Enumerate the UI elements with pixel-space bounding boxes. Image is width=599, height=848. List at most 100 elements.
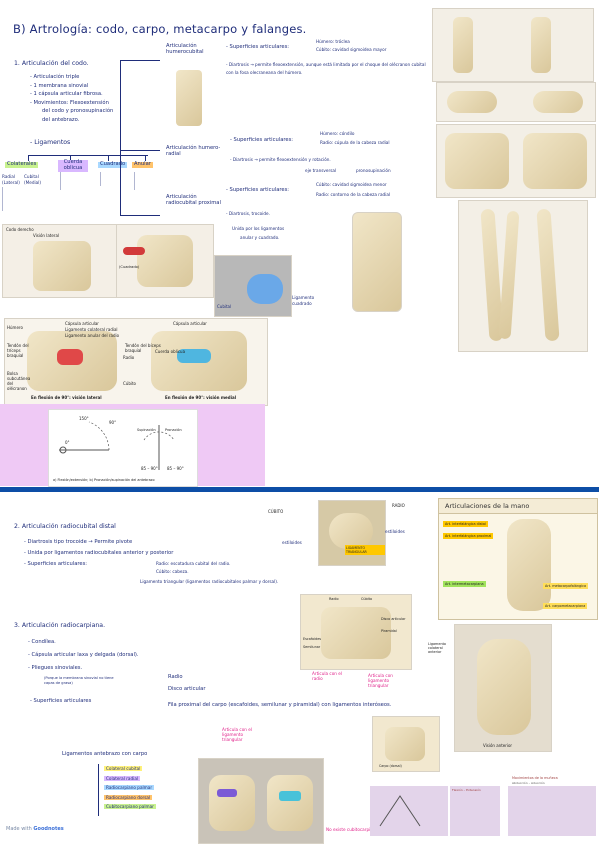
- bullet: - Superficies articulares:: [24, 561, 88, 567]
- wrist-movement-image-3: Movimientos de la muñeca Abducción – Adu…: [508, 776, 596, 836]
- bone-shape: [321, 607, 391, 659]
- page-title: B) Artrología: codo, carpo, metacarpo y …: [13, 22, 307, 36]
- img-label: Bolsa subcutánea del olécranon: [7, 371, 31, 391]
- section1-heading: 1. Articulación del codo.: [14, 60, 89, 67]
- wrist-ligaments-image: [198, 758, 324, 844]
- img-label: LIGAMENTO TRIANGULAR: [345, 545, 385, 555]
- goodnotes-brand: Goodnotes: [33, 826, 64, 832]
- img-label: Cúbito: [123, 381, 136, 386]
- lig-item-radiocarpiano-palmar: Radiocarpiano palmar: [104, 785, 155, 790]
- angle-label: Supinación: [137, 428, 156, 432]
- img-label: Flexión – Extensión: [452, 788, 481, 792]
- angle-label: 150°: [79, 416, 89, 421]
- tree-line: [70, 155, 71, 161]
- angle-label: 90°: [109, 420, 117, 425]
- bone-shape: [445, 133, 509, 189]
- img-label: Cuerda oblicua: [155, 349, 186, 354]
- img-label: Radio: [123, 355, 135, 360]
- radiocubital-union-b: anular y cuadrado.: [240, 235, 280, 240]
- lig-item-colateral-cubital: Colateral cubital: [104, 766, 143, 771]
- tag-interfalangica-proximal: Art. interfalángica proximal: [443, 533, 494, 539]
- goodnotes-prefix: Made with: [6, 826, 32, 832]
- img-label: estiloides: [385, 529, 405, 534]
- img-label: Cubital: [217, 304, 232, 309]
- lig-item-radiocarpiano-dorsal: Radiocarpiano dorsal: [104, 794, 153, 800]
- section3-bullets: - Condílea. - Cápsula articular laxa y d…: [28, 636, 139, 675]
- bullet: - Cápsula articular laxa y delgada (dors…: [28, 652, 139, 658]
- section3-fila: Fila proximal del carpo (escafoides, sem…: [168, 702, 392, 708]
- bullet: del antebrazo.: [42, 116, 80, 123]
- humerocubital-diartrosis: - Diartrosis → permite flexoextensión, a…: [226, 62, 426, 75]
- humeroradial-eje1: eje transversal: [305, 168, 337, 173]
- ligament-highlight: [57, 349, 83, 365]
- radiocubital-cubito: Cúbito: cavidad sigmoidea menor: [316, 182, 387, 187]
- section2-surfaces: Radio: escotadura cubital del radio. Cúb…: [156, 560, 230, 576]
- bone-shape: [498, 210, 520, 340]
- img-label: (Cuadrado): [119, 265, 140, 269]
- ligament-notes-scribble: [60, 172, 89, 190]
- brace-line: [120, 60, 121, 216]
- img-label: Ligamento colateral anterior: [428, 642, 447, 654]
- bullet: - Pliegues sinoviales.: [28, 665, 83, 671]
- img-label: Cúbito: [361, 597, 373, 601]
- ligament-notes-scribble: [100, 172, 127, 186]
- brace-line: [120, 60, 160, 61]
- elbow-ligaments-image: Codo derecho Visión lateral: [2, 224, 118, 298]
- surface-radio: Radio: escotadura cubital del radio.: [156, 561, 231, 566]
- goodnotes-badge: Made with Goodnotes: [6, 826, 64, 832]
- angle-label: Pronación: [165, 428, 182, 432]
- distal-radioulnar-image: LIGAMENTO TRIANGULAR: [318, 500, 386, 566]
- img-label: Movimientos de la muñeca: [512, 776, 558, 780]
- tag-carpometacarpiana: Art. carpometacarpiana: [543, 603, 588, 609]
- section3-heading: 3. Articulación radiocarpiana.: [14, 622, 106, 629]
- img-caption: En flexión de 90°: visión lateral: [31, 395, 102, 400]
- bone-shape: [533, 91, 583, 113]
- img-label: Cápsula articular: [65, 321, 99, 326]
- angle-label: 85 – 90°: [141, 466, 158, 471]
- radiocubital-label: Articulación radiocubital proximal: [166, 194, 221, 206]
- carpal-bones-image: Carpo (dorsal): [372, 716, 440, 772]
- img-label: Abducción – Aducción: [512, 781, 545, 785]
- bone-shape: [453, 17, 473, 73]
- ligament-notes-scribble: [2, 187, 43, 211]
- ligament-radial-note: (Lateral): [2, 180, 20, 185]
- section1-bullets: - Articulación triple - 1 membrana sinov…: [30, 73, 113, 125]
- bone-shape: [209, 775, 255, 831]
- ligament-highlight: [217, 789, 237, 797]
- img-label: Semilunar: [303, 645, 321, 649]
- humeroradial-eje2: pronosupinación: [356, 168, 391, 173]
- ligament-colaterales: Colaterales: [5, 161, 39, 168]
- ligament-cubital: Cubital: [24, 174, 39, 179]
- radiocubital-radio: Radio: contorno de la cabeza radial: [316, 192, 391, 197]
- ligament-cuadrado: Cuadrado: [98, 161, 128, 168]
- img-label: Ligamento colateral radial: [65, 327, 118, 332]
- bone-shape: [536, 208, 560, 342]
- elbow-bones-ends-image: [436, 82, 596, 122]
- pink-note-ligamento: Articula con el ligamento triangular: [222, 727, 252, 742]
- ligament-highlight: [123, 247, 145, 255]
- elbow-anterior-posterior-image: [432, 8, 594, 82]
- bullet: del codo y pronosupinación: [42, 108, 114, 115]
- brace-line: [120, 150, 160, 151]
- img-caption: a) Flexión/extensión; b) Pronación/supin…: [53, 478, 155, 482]
- movement-figure: 90° 0° 150° 85 – 90° 85 – 90° Supinación…: [48, 409, 198, 487]
- tree-line: [108, 155, 109, 161]
- lig-item-colateral-radial: Colateral radial: [104, 775, 141, 781]
- img-label: CÚBITO: [268, 509, 284, 514]
- bone-shape: [447, 91, 497, 113]
- wrist-movement-sketch: [379, 795, 421, 827]
- img-label: Visión anterior: [483, 743, 513, 748]
- tag-metacarpofalangica: Art. metacarpofalángica: [543, 583, 589, 589]
- lig-item-cubitocarpiano-palmar: Cubitocarpiano palmar: [104, 804, 156, 809]
- pink-note-triangular: Articula con ligamento triangular: [368, 673, 393, 688]
- wrist-model-image: Visión anterior: [454, 624, 552, 752]
- img-label: Disco articular: [381, 617, 406, 621]
- humeroradial-humero: Húmero: cóndilo: [320, 131, 355, 136]
- tree-line: [28, 155, 29, 161]
- elbow-joint-image: [436, 124, 596, 198]
- wrist-section-image: Radio Cúbito Escafoides Semilunar Disco …: [300, 594, 412, 670]
- pink-note-radio: Articula con el radio: [312, 671, 342, 681]
- hand-bones-shape: [507, 519, 551, 611]
- img-label: Escafoides: [303, 637, 322, 641]
- tree-line: [145, 155, 146, 161]
